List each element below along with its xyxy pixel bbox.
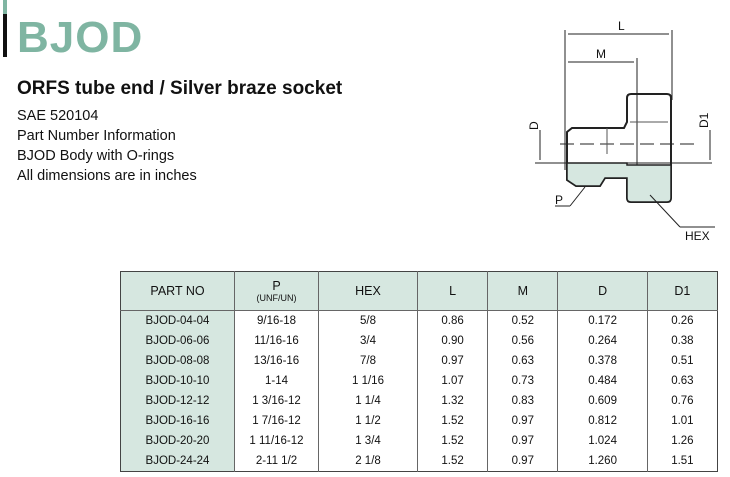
table-cell: 0.90	[416, 331, 488, 351]
table-cell: 1 3/4	[318, 431, 418, 451]
label-D1: D1	[697, 112, 711, 128]
table-cell: 3/4	[318, 331, 418, 351]
label-HEX: HEX	[685, 229, 710, 243]
label-M: M	[596, 47, 606, 61]
table-cell: 1 11/16-12	[234, 431, 319, 451]
table-cell: 0.609	[557, 391, 648, 411]
label-L: L	[618, 19, 625, 33]
table-cell: 2 1/8	[318, 451, 418, 472]
col-m: M	[487, 271, 558, 311]
table-cell: 0.97	[487, 411, 558, 431]
col-part-no: PART NO	[120, 271, 235, 311]
info-line: Part Number Information	[17, 128, 176, 144]
table-cell: BJOD-04-04	[120, 310, 235, 331]
table-cell: 1 1/16	[318, 371, 418, 391]
table-cell: 0.97	[416, 351, 488, 371]
table-cell: 1.52	[416, 451, 488, 472]
info-line: BJOD Body with O-rings	[17, 148, 175, 164]
table-cell: BJOD-10-10	[120, 371, 235, 391]
table-cell: 1.024	[557, 431, 648, 451]
col-d1: D1	[646, 271, 718, 311]
col-hex: HEX	[318, 271, 418, 311]
table-cell: BJOD-06-06	[120, 331, 235, 351]
table-cell: BJOD-24-24	[120, 451, 235, 472]
table-cell: BJOD-12-12	[120, 391, 235, 411]
table-cell: BJOD-20-20	[120, 431, 235, 451]
fitting-diagram: L M D D1 P HEX	[527, 19, 715, 243]
table-cell: 9/16-18	[234, 310, 319, 331]
table-cell: 7/8	[318, 351, 418, 371]
table-cell: 0.56	[487, 331, 558, 351]
label-P: P	[555, 193, 563, 207]
table-cell: 1-14	[234, 371, 319, 391]
table-cell: 0.51	[646, 351, 718, 371]
dimensions-table: PART NO P(UNF/UN) HEX L M D D1 BJOD-04-0…	[120, 271, 718, 472]
col-p-unit: (UNF/UN)	[256, 293, 297, 303]
table-cell: 0.73	[487, 371, 558, 391]
table-cell: 0.86	[416, 310, 488, 331]
table-cell: 1.51	[646, 451, 718, 472]
table-cell: BJOD-08-08	[120, 351, 235, 371]
table-cell: 1 7/16-12	[234, 411, 319, 431]
table-cell: 1.52	[416, 431, 488, 451]
table-cell: 13/16-16	[234, 351, 319, 371]
table-cell: BJOD-16-16	[120, 411, 235, 431]
col-l: L	[416, 271, 488, 311]
table-cell: 0.484	[557, 371, 648, 391]
table-cell: 1 3/16-12	[234, 391, 319, 411]
table-cell: 0.83	[487, 391, 558, 411]
table-cell: 0.63	[487, 351, 558, 371]
table-cell: 1.52	[416, 411, 488, 431]
table-cell: 0.38	[646, 331, 718, 351]
table-cell: 0.26	[646, 310, 718, 331]
table-cell: 0.378	[557, 351, 648, 371]
table-cell: 1.260	[557, 451, 648, 472]
table-cell: 0.97	[487, 451, 558, 472]
table-cell: 0.52	[487, 310, 558, 331]
accent-bar	[3, 0, 7, 14]
table-cell: 0.97	[487, 431, 558, 451]
table-cell: 0.76	[646, 391, 718, 411]
table-cell: 1.26	[646, 431, 718, 451]
table-cell: 1.07	[416, 371, 488, 391]
info-line: SAE 520104	[17, 108, 99, 124]
table-cell: 5/8	[318, 310, 418, 331]
table-cell: 1.01	[646, 411, 718, 431]
table-header-row: PART NO P(UNF/UN) HEX L M D D1	[120, 271, 718, 311]
table-cell: 0.172	[557, 310, 648, 331]
table-cell: 1.32	[416, 391, 488, 411]
table-cell: 2-11 1/2	[234, 451, 319, 472]
info-line: All dimensions are in inches	[17, 168, 197, 184]
table-cell: 11/16-16	[234, 331, 319, 351]
table-cell: 0.812	[557, 411, 648, 431]
subtitle: ORFS tube end / Silver braze socket	[17, 78, 343, 99]
label-D: D	[527, 121, 541, 130]
col-p-label: P	[272, 279, 281, 293]
col-d: D	[557, 271, 648, 311]
table-cell: 1 1/4	[318, 391, 418, 411]
col-p: P(UNF/UN)	[234, 271, 319, 311]
page-title: BJOD	[17, 13, 144, 62]
table-cell: 0.264	[557, 331, 648, 351]
accent-bar-dark	[3, 14, 7, 57]
table-cell: 1 1/2	[318, 411, 418, 431]
table-cell: 0.63	[646, 371, 718, 391]
